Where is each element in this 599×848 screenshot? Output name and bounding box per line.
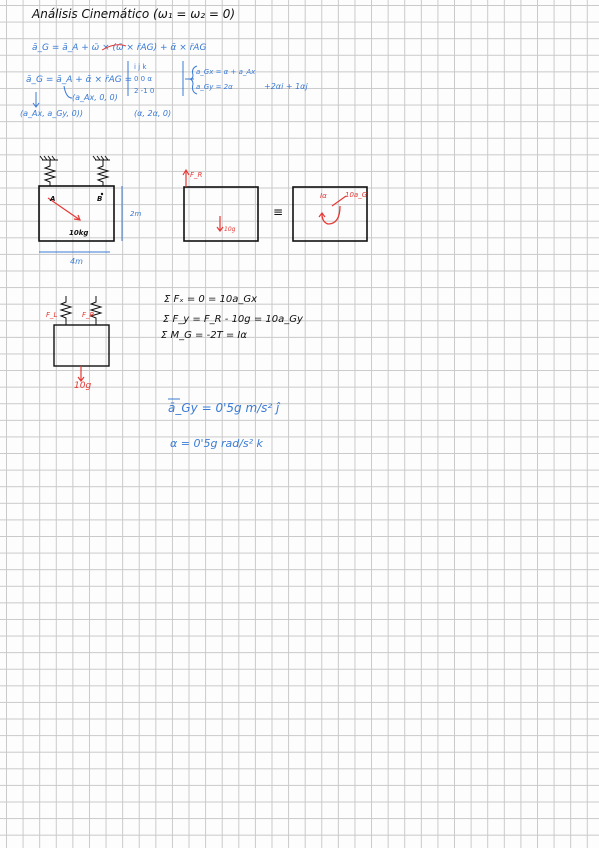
weight-arrow-head [216,226,224,232]
brace-row-1: a_Gx = α + a_Ax [196,68,256,76]
left-brace [189,65,198,95]
height-label: 2m [130,210,142,218]
force-FR-head [182,168,190,176]
inertia-moment-label: Iα [320,192,327,200]
spring-left-2 [59,296,73,325]
ceiling-right [92,155,110,161]
sum-mg: Σ M_G = -2T = Iα [161,330,247,341]
inertia-force-arrow [331,195,347,207]
matrix-row-3: 2 -1 0 [134,87,155,95]
side-result: +2αi + 1αj [264,82,308,91]
kinematics-equation-1: ā_G = ā_A + ω̄ × (ω̄ × r̄AG) + ᾱ × r̄AG [32,43,207,53]
sum-fy: Σ F_y = F_R - 10g = 10a_Gy [163,314,303,325]
label-A: A [50,195,56,203]
fbd-1b [182,168,259,242]
matrix-row-2: 0 0 α [134,75,152,83]
curved-arrow [63,85,73,99]
spring-right [96,160,110,186]
fbd-1c [292,186,368,242]
sum-fx: Σ Fₓ = 0 = 10a_Gx [164,294,258,305]
inertia-force-label: 10a_G [345,191,368,199]
matrix-row-1: i j k [134,63,147,71]
force-FR-label: F_R [190,171,203,179]
point-dot [100,192,104,196]
right-force-label: F_R [82,311,95,319]
fbd-1 [38,155,123,253]
body-rectangle [38,185,115,242]
width-label: 4m [70,257,83,266]
spring-right-2 [89,296,103,325]
brace-row-2: a_Gy = 2α [196,83,233,91]
vector-aG: (a_Ax, a_Gy, 0)) [20,109,83,118]
cancel-stroke [101,44,127,51]
ceiling-left [39,155,58,161]
rAG-arrow-head [73,214,81,221]
label-B: B [97,195,103,203]
vector-aA: (a_Ax, 0, 0) [72,93,118,102]
fbd-2 [53,296,110,382]
body-rectangle-2 [183,186,259,242]
body-rectangle-3 [292,186,368,242]
rAG-arrow [47,197,81,221]
weight-arrow-2-head [77,376,85,382]
left-force-label: F_L [46,311,58,319]
weight-label-2: 10g [74,381,92,391]
kinematics-equation-2: ā_G = ā_A + ᾱ × r̄AG = [26,75,133,85]
page-title: Análisis Cinemático (ω₁ = ω₂ = 0) [32,7,236,21]
spring-left [43,160,57,186]
vector-alpha: (α, 2α, 0) [134,109,172,118]
inertia-arc-head [318,212,326,218]
result-alpha: α = 0'5g rad/s² k [170,437,263,450]
mass-label: 10kg [69,229,89,237]
inertia-moment-arc [321,205,341,225]
weight-label: 10g [224,226,236,233]
down-arrow-1-head [32,102,40,108]
body-rectangle-4 [53,324,110,367]
equivalent-sign: ≡ [273,205,284,219]
result-a-gy: ā_Gy = 0'5g m/s² ĵ [168,401,280,415]
